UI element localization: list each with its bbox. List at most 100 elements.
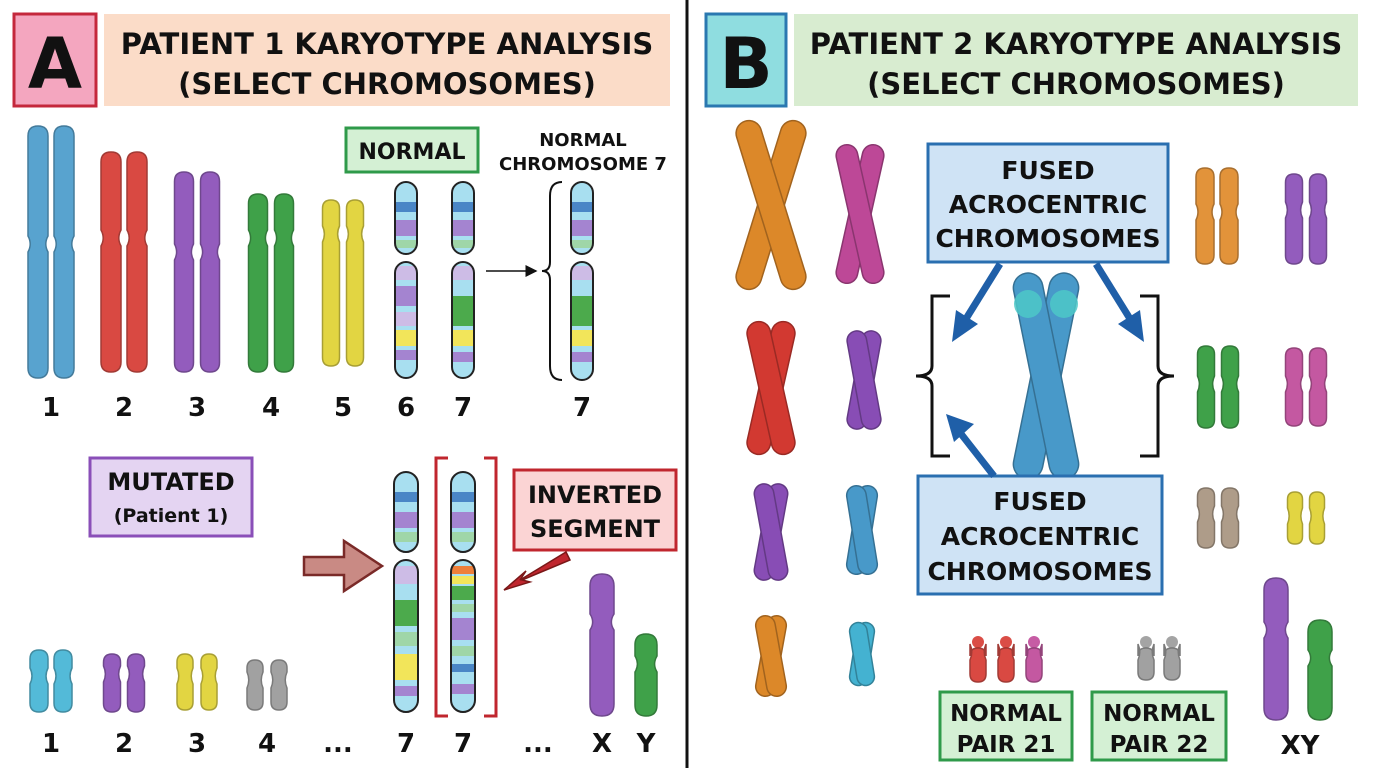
mutated-normal-chromosome-7-bands	[394, 472, 418, 712]
top-number-0: 1	[42, 393, 60, 423]
small-chromosome-1-left	[29, 649, 49, 713]
banded-chromosome-6-band-7	[395, 350, 417, 360]
panel-a-bottom-chromosomes	[29, 573, 658, 717]
fused-arrow-top-left	[961, 262, 1003, 324]
pair22-chromosome-1	[1163, 643, 1181, 681]
inverted-chromosome-7-band-5	[451, 586, 475, 600]
b-chrom-yellow-right-left	[1286, 491, 1304, 545]
b-chrom-orange-right-right	[1219, 167, 1239, 265]
pair21-satellite-0	[972, 636, 984, 648]
banded-normal-chromosome-7-band-4	[571, 296, 593, 326]
pair22-label-box	[1090, 690, 1228, 762]
b-chrom-orange-right-left	[1195, 167, 1215, 265]
top-number-3: 4	[262, 393, 280, 423]
normal-chr7-title-line2: CHROMOSOME 7	[499, 154, 667, 175]
banded-chromosome-6-band-4	[395, 286, 417, 306]
banded-chromosome-6-outline-q	[394, 261, 418, 379]
mutated-normal-chromosome-7-band-5	[394, 632, 418, 646]
pair22-satellite-1	[1166, 636, 1178, 648]
banded-chromosome-7-band-0	[452, 202, 474, 212]
banded-chromosome-6-band-3	[395, 266, 417, 280]
b-chrom-purple-right-right	[1308, 173, 1328, 265]
banded-chromosome-7-band-6	[452, 352, 474, 362]
small-chromosome-3-left	[176, 653, 194, 711]
panel-a: A PATIENT 1 KARYOTYPE ANALYSIS (SELECT C…	[12, 12, 678, 759]
inverted-chromosome-7-band-8	[451, 646, 475, 656]
banded-normal-chromosome-7-band-1	[571, 220, 593, 236]
inverted-chromosome-7-band-7	[451, 618, 475, 640]
fused-bracket-left	[915, 294, 950, 458]
mutated-label-line2: (Patient 1)	[114, 505, 229, 527]
chromosome-4-pair-left	[247, 193, 269, 373]
mutated-normal-chromosome-7-band-2	[394, 532, 418, 542]
banded-normal-chromosome-7-band-0	[571, 202, 593, 212]
banded-normal-chromosome-7-band-6	[571, 352, 593, 362]
fused-arrow-top-right-head	[1118, 310, 1144, 342]
b-chrom-orange-large-arm-1	[736, 121, 806, 289]
b-chrom-tan-right-right	[1220, 487, 1240, 549]
pair21-label-box	[938, 690, 1074, 762]
panel-a-mutated-chromosomes	[393, 471, 476, 713]
panel-b-letter: B	[719, 23, 772, 105]
normal-label-box	[344, 126, 480, 174]
chromosome-2-pair-right	[126, 151, 148, 373]
panel-b-title-line2: (SELECT CHROMOSOMES)	[867, 67, 1285, 101]
top-number-1: 2	[115, 393, 133, 423]
pair21-line1: NORMAL	[950, 701, 1062, 727]
chromosome-x	[589, 573, 615, 717]
bottom-number-2: 3	[188, 729, 206, 759]
banded-normal-chromosome-7-band-2	[571, 240, 593, 248]
banded-normal-chromosome-7-band-5	[571, 330, 593, 346]
bottom-number-3: 4	[258, 729, 276, 759]
b-chrom-tan-right-left	[1196, 487, 1216, 549]
inverted-chromosome-7-band-9	[451, 664, 475, 672]
bottom-number-6: 7	[454, 729, 472, 759]
inverted-pointer-arrow	[503, 550, 572, 591]
fused-chromosome-body-arm-1	[1014, 273, 1078, 479]
chromosome-1-pair-right	[53, 125, 75, 379]
chromosome-5-pair-right	[345, 199, 365, 367]
bottom-number-8: X	[592, 729, 612, 759]
pair22-satellite-0	[1140, 636, 1152, 648]
small-chromosome-1-right	[53, 649, 73, 713]
panel-b: B PATIENT 2 KARYOTYPE ANALYSIS (SELECT C…	[704, 12, 1358, 762]
fused-chromosome	[1012, 272, 1080, 480]
bottom-number-0: 1	[42, 729, 60, 759]
pair21-satellite-2	[1028, 636, 1040, 648]
banded-chromosome-7-band-5	[452, 330, 474, 346]
pair21-chromosome-1	[997, 643, 1015, 683]
b-chromosome-y	[1307, 619, 1333, 721]
mutated-normal-chromosome-7-band-3	[394, 566, 418, 584]
chromosome-5-pair-left	[321, 199, 341, 367]
fused-label-top-box	[926, 142, 1170, 264]
banded-chromosome-6-band-2	[395, 240, 417, 248]
inverted-chromosome-7-band-3	[451, 566, 475, 574]
fused-arrow-top-left-head	[952, 310, 978, 342]
fused-bottom-line3: CHROMOSOMES	[927, 557, 1152, 586]
panel-b-letter-box	[704, 12, 788, 108]
fused-top-line3: CHROMOSOMES	[935, 224, 1160, 253]
inverted-chromosome-7-outline-p	[450, 471, 476, 553]
chromosome-3-pair-left	[173, 171, 195, 373]
b-chromosome-x	[1263, 577, 1289, 721]
b-chrom-purple-small-arm-1	[755, 484, 787, 580]
fused-top-line2: ACROCENTRIC	[949, 190, 1148, 219]
banded-chromosome-6-band-1	[395, 220, 417, 236]
fused-bottom-line2: ACROCENTRIC	[941, 522, 1140, 551]
banded-chromosome-7-band-1	[452, 220, 474, 236]
banded-chromosome-7-outline-q	[451, 261, 475, 379]
b-chrom-yellow-right-right	[1308, 491, 1326, 545]
small-chromosome-3-right	[200, 653, 218, 711]
pair22-chromosome-0	[1137, 643, 1155, 681]
pair21-chromosome-0	[969, 643, 987, 683]
small-chromosome-2-left	[102, 653, 122, 713]
b-chrom-magenta-right-left	[1284, 347, 1304, 427]
panel-a-letter-box	[12, 12, 98, 108]
top-number-7: 7	[573, 393, 591, 423]
panel-a-banded-chromosomes	[394, 181, 594, 381]
chromosome-2-pair-left	[100, 151, 122, 373]
